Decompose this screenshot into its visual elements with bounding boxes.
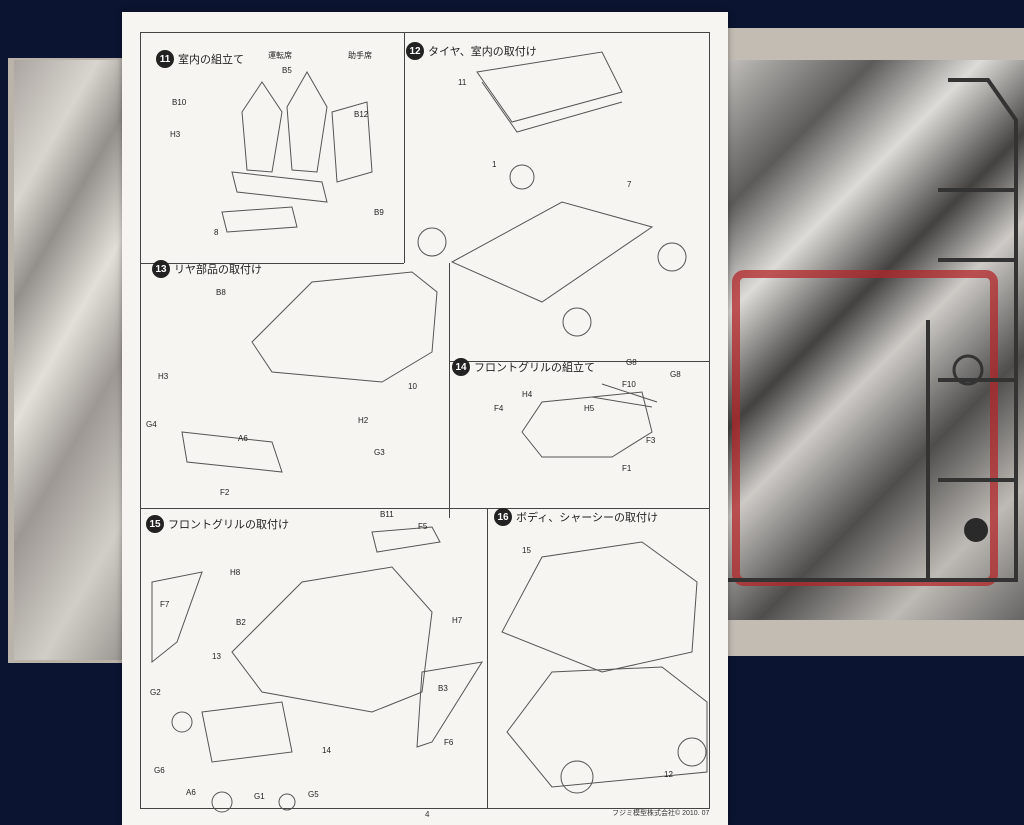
part-label: F3 (646, 436, 656, 445)
part-label: F1 (622, 464, 632, 473)
step-11-heading: 11 室内の組立て (156, 50, 244, 68)
part-label: B10 (172, 98, 187, 107)
assembly-diagrams (151, 51, 708, 813)
part-label: B12 (354, 110, 369, 119)
part-label: 13 (212, 652, 221, 661)
part-label: 7 (627, 180, 632, 189)
part-label: F5 (418, 522, 428, 531)
part-label: B5 (282, 66, 292, 75)
part-label: 運転席 (268, 51, 292, 60)
part-label: G8 (626, 358, 637, 367)
part-label: 14 (322, 746, 331, 755)
part-label: F10 (622, 380, 636, 389)
part-label: G2 (150, 688, 161, 697)
part-label: B11 (380, 510, 394, 519)
part-label: G3 (374, 448, 385, 457)
part-label: 10 (408, 382, 417, 391)
step-16-number: 16 (494, 508, 512, 526)
instruction-sheet: 11 室内の組立て 12 タイヤ、室内の取付け 13 リヤ部品の取付け 14 フ… (122, 12, 728, 825)
part-label: G4 (146, 420, 157, 429)
part-label: H5 (584, 404, 595, 413)
part-label: B3 (438, 684, 448, 693)
step-15-title: フロントグリルの取付け (168, 519, 289, 531)
part-label: H2 (358, 416, 369, 425)
part-label: H8 (230, 568, 241, 577)
page-number: 4 (425, 810, 430, 819)
part-label: 12 (664, 770, 673, 779)
part-label: F6 (444, 738, 454, 747)
part-label: F4 (494, 404, 504, 413)
step-12-title: タイヤ、室内の取付け (428, 46, 537, 58)
part-label: H7 (452, 616, 463, 625)
step-16-title: ボディ、シャーシーの取付け (516, 512, 659, 524)
part-label: B8 (216, 288, 226, 297)
part-label: H3 (158, 372, 169, 381)
instruction-frame (140, 32, 710, 809)
part-label: A6 (238, 434, 248, 443)
step-15-number: 15 (146, 515, 164, 533)
part-label: 1 (492, 160, 497, 169)
step-14-number: 14 (452, 358, 470, 376)
step-13-number: 13 (152, 260, 170, 278)
step-15-heading: 15 フロントグリルの取付け (146, 515, 289, 533)
part-label: A6 (186, 788, 196, 797)
part-label: 15 (522, 546, 531, 555)
part-label: H3 (170, 130, 181, 139)
plastic-bag-clear-parts (14, 60, 136, 660)
step-13-heading: 13 リヤ部品の取付け (152, 260, 262, 278)
step-12-number: 12 (406, 42, 424, 60)
part-label: B9 (374, 208, 384, 217)
part-label: G1 (254, 792, 265, 801)
step-13-title: リヤ部品の取付け (174, 264, 262, 276)
copyright-text: フジミ模型株式会社© 2010. 07 (612, 810, 710, 817)
part-label: G8 (670, 370, 681, 379)
step-11-title: 室内の組立て (178, 54, 244, 66)
step-16-heading: 16 ボディ、シャーシーの取付け (494, 508, 658, 526)
step-14-heading: 14 フロントグリルの組立て (452, 358, 595, 376)
part-label: B2 (236, 618, 246, 627)
part-label: 8 (214, 228, 219, 237)
part-label: H4 (522, 390, 533, 399)
sprue-frame (708, 78, 1018, 582)
part-label: F2 (220, 488, 230, 497)
part-label: 助手席 (348, 51, 372, 60)
part-label: F7 (160, 600, 170, 609)
step-11-number: 11 (156, 50, 174, 68)
part-label: G5 (308, 790, 319, 799)
part-label: G6 (154, 766, 165, 775)
part-label: 11 (458, 78, 467, 87)
step-14-title: フロントグリルの組立て (474, 362, 595, 374)
step-12-heading: 12 タイヤ、室内の取付け (406, 42, 537, 60)
